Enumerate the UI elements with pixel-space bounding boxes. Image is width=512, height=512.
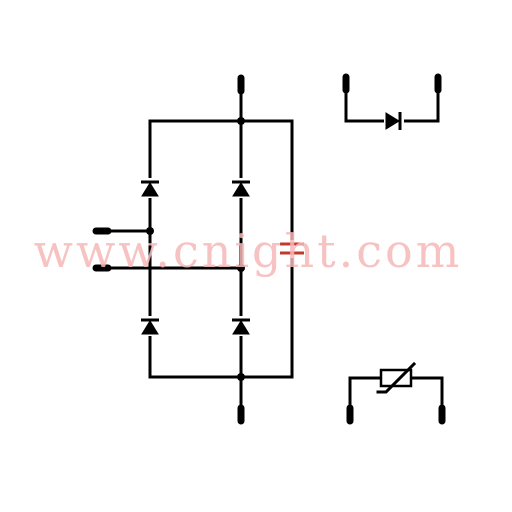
diode-upper-left <box>140 178 160 198</box>
diode-upper-right <box>231 178 251 198</box>
diode-symbol <box>342 73 442 131</box>
junction-node <box>237 373 245 381</box>
varistor-symbol <box>346 361 446 425</box>
diode-lower-right <box>231 316 251 336</box>
diode-lower-left <box>140 316 160 336</box>
capacitor <box>280 240 304 258</box>
junction-node <box>237 264 245 272</box>
watermark-text: www.cnight.com <box>34 224 463 278</box>
junction-node <box>146 227 154 235</box>
rectifier-bridge <box>92 74 304 425</box>
junction-node <box>237 117 245 125</box>
